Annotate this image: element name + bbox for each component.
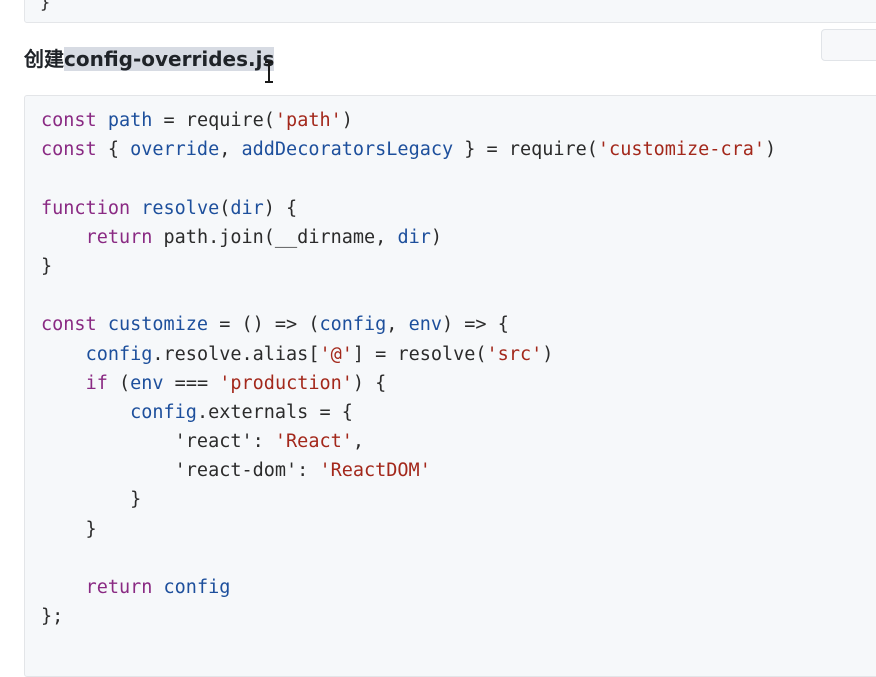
- code-token: resolve: [141, 197, 220, 219]
- code-token: 'React': [274, 431, 353, 453]
- code-token: ===: [163, 372, 220, 394]
- code-token: config: [163, 577, 231, 598]
- code-line: return path.join(__dirname, dir): [41, 223, 776, 252]
- code-token: config: [319, 314, 387, 336]
- code-token: ) => {: [442, 314, 509, 336]
- code-token: config: [85, 343, 153, 365]
- code-token: ] = resolve(: [352, 343, 487, 365]
- code-token: 'src': [486, 343, 543, 365]
- code-token: path.join(__dirname,: [163, 226, 398, 248]
- code-line: config.externals = {: [41, 398, 776, 427]
- code-token: .resolve.alias[: [152, 343, 320, 365]
- code-token: env: [408, 314, 442, 336]
- code-line: const { override, addDecoratorsLegacy } …: [41, 135, 776, 164]
- code-token: = require(: [152, 110, 275, 131]
- code-token: ,: [219, 139, 242, 161]
- code-token: 'ReactDOM': [319, 460, 431, 482]
- code-line: const customize = () => (config, env) =>…: [41, 310, 776, 339]
- code-line: if (env === 'production') {: [41, 369, 776, 398]
- code-token: path: [107, 110, 153, 131]
- code-token: } = require(: [453, 139, 598, 161]
- code-token: dir: [230, 197, 264, 219]
- code-line: 'react': 'React',: [41, 427, 776, 456]
- code-line: [41, 544, 776, 573]
- code-token: override: [130, 139, 220, 161]
- code-line: 'react-dom': 'ReactDOM': [41, 456, 776, 485]
- code-token: (: [118, 372, 131, 394]
- code-token: [41, 402, 130, 423]
- code-line: config.resolve.alias['@'] = resolve('src…: [41, 340, 776, 369]
- code-token: [41, 344, 86, 365]
- heading-prefix: 创建: [24, 47, 64, 71]
- code-token: ) {: [263, 197, 298, 219]
- code-token: ,: [352, 431, 365, 453]
- code-token: = () => (: [208, 314, 320, 336]
- code-token: 'path': [274, 110, 342, 131]
- code-token: ): [430, 226, 442, 248]
- code-token: 'customize-cra': [597, 139, 765, 161]
- code-line: function resolve(dir) {: [41, 194, 776, 223]
- code-token: 'production': [219, 372, 353, 394]
- code-token: [41, 577, 86, 598]
- code-token: function: [41, 197, 142, 219]
- code-token: };: [41, 606, 64, 628]
- code-token: ): [542, 343, 554, 365]
- code-token: const: [41, 314, 108, 336]
- copy-code-button[interactable]: [821, 29, 876, 61]
- code-token: const: [41, 139, 108, 161]
- code-token: if: [85, 372, 119, 394]
- code-token: ): [765, 139, 777, 161]
- code-token: [41, 227, 86, 248]
- code-token: ) {: [352, 372, 387, 394]
- previous-code-tail: }: [40, 0, 51, 13]
- code-token: }: [41, 255, 53, 277]
- code-token: [41, 373, 86, 394]
- code-token: env: [130, 372, 164, 394]
- code-token: ): [341, 110, 353, 131]
- code-block: const path = require('path')const { over…: [24, 95, 876, 677]
- code-token: 'react-dom':: [41, 460, 320, 482]
- code-token: }: [41, 489, 142, 511]
- code-token: (: [219, 197, 231, 219]
- code-token: '@': [319, 343, 353, 365]
- code-content: const path = require('path')const { over…: [41, 106, 776, 631]
- code-line: return config: [41, 573, 776, 602]
- previous-code-block: }: [24, 0, 876, 23]
- code-line: [41, 164, 776, 193]
- code-line: [41, 281, 776, 310]
- code-line: }: [41, 252, 776, 281]
- code-token: ,: [386, 314, 409, 336]
- code-token: return: [85, 226, 164, 248]
- code-line: }: [41, 515, 776, 544]
- code-token: 'react':: [41, 431, 275, 453]
- code-token: dir: [397, 226, 431, 248]
- code-line: const path = require('path'): [41, 106, 776, 135]
- code-token: {: [107, 139, 131, 161]
- section-heading: 创建config-overrides.js: [24, 44, 275, 74]
- code-token: config: [130, 401, 197, 423]
- code-token: .externals = {: [196, 401, 353, 423]
- code-line: };: [41, 602, 776, 631]
- code-token: const: [41, 110, 108, 131]
- code-token: customize: [107, 314, 209, 336]
- heading-selected-filename: config-overrides.js: [64, 47, 275, 71]
- code-token: return: [85, 577, 164, 598]
- code-token: addDecoratorsLegacy: [241, 139, 454, 161]
- text-cursor-icon: [265, 61, 273, 83]
- code-token: }: [41, 518, 97, 540]
- code-line: }: [41, 485, 776, 514]
